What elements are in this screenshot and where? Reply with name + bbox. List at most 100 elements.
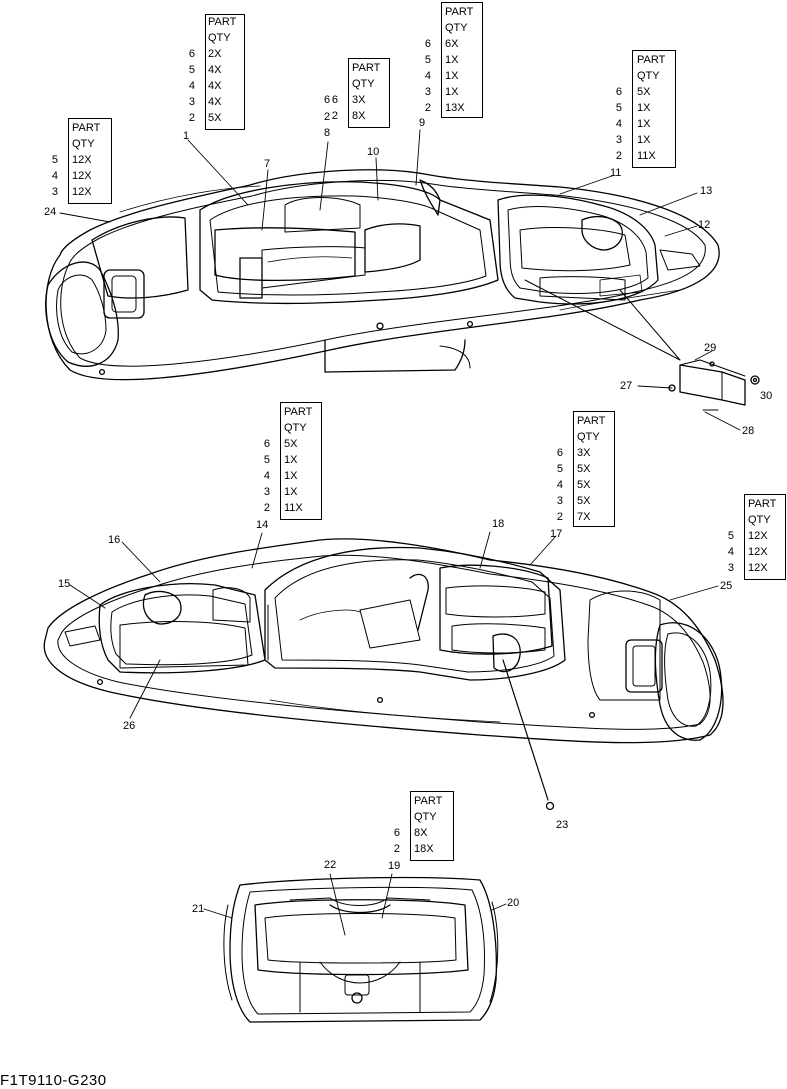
part-number: 3	[51, 186, 58, 198]
part-number: 5	[615, 102, 622, 114]
qty-header-part: PART	[352, 62, 381, 74]
part-number: 5	[188, 64, 195, 76]
callout-11: 11	[610, 167, 622, 179]
callout-30: 30	[760, 390, 773, 402]
callout-15: 15	[58, 578, 71, 590]
callout-29: 29	[704, 342, 717, 354]
qty-table-frame	[280, 402, 322, 520]
part-number: 6	[556, 447, 563, 459]
part-number: 4	[727, 546, 734, 558]
top-deck-view	[45, 169, 760, 411]
callout-14: 14	[256, 519, 269, 531]
part-number: 5	[51, 154, 58, 166]
qty-table-frame	[410, 791, 454, 861]
callout-25: 25	[720, 580, 733, 592]
qty-value: 1X	[445, 70, 459, 82]
callout-12: 12	[698, 219, 711, 231]
rear-view	[223, 876, 499, 1023]
qty-value: 5X	[637, 86, 651, 98]
part-number: 2	[188, 112, 195, 124]
qty-value: 5X	[577, 479, 591, 491]
qty-value: 3X	[577, 447, 591, 459]
qty-value: 1X	[445, 54, 459, 66]
qty-value: 1X	[637, 118, 651, 130]
callout-19: 19	[388, 860, 401, 872]
callout-20: 20	[507, 897, 520, 909]
part-number: 2	[424, 102, 431, 114]
mid-deck-view	[43, 538, 724, 811]
qty-table-frame	[68, 118, 112, 204]
qty-table-frame	[441, 2, 483, 118]
part-number: 2	[331, 110, 338, 122]
qty-table-frame	[744, 494, 786, 580]
qty-header-part: PART	[414, 795, 443, 807]
part-number: 3	[615, 134, 622, 146]
qty-header-part: PART	[72, 122, 101, 134]
qty-value: 5X	[577, 463, 591, 475]
qty-value: 12X	[748, 530, 768, 542]
qty-value: 13X	[445, 102, 465, 114]
part-number: 6	[615, 86, 622, 98]
part-number: 2	[263, 502, 270, 514]
part-number: 5	[263, 454, 270, 466]
qty-header-qty: QTY	[577, 431, 600, 443]
qty-value: 6X	[445, 38, 459, 50]
callout-24: 24	[44, 206, 57, 218]
callout-13: 13	[700, 185, 713, 197]
callout-10: 10	[367, 146, 380, 158]
callout-6: 6	[324, 94, 331, 106]
qty-header-qty: QTY	[414, 811, 437, 823]
qty-value: 8X	[352, 110, 366, 122]
part-number: 6	[393, 827, 400, 839]
part-number: 4	[615, 118, 622, 130]
leader-lines	[59, 129, 741, 936]
qty-header-part: PART	[748, 498, 777, 510]
part-number: 5	[424, 54, 431, 66]
qty-value: 1X	[637, 102, 651, 114]
qty-value: 7X	[577, 511, 591, 523]
part-number: 3	[727, 562, 734, 574]
part-number: 4	[51, 170, 58, 182]
qty-value: 11X	[284, 502, 303, 514]
callout-21: 21	[192, 903, 205, 915]
qty-value: 3X	[352, 94, 366, 106]
qty-header-part: PART	[637, 54, 666, 66]
qty-value: 5X	[208, 112, 222, 124]
callout-8: 8	[324, 127, 331, 139]
qty-value: 1X	[445, 86, 459, 98]
qty-header-qty: QTY	[208, 32, 231, 44]
part-number: 3	[188, 96, 195, 108]
callout-27: 27	[620, 380, 633, 392]
part-number: 3	[556, 495, 563, 507]
drawing-code: F1T9110-G230	[0, 1072, 107, 1089]
qty-value: 4X	[208, 96, 222, 108]
qty-value: 12X	[72, 154, 92, 166]
qty-value: 12X	[72, 170, 92, 182]
qty-value: 12X	[72, 186, 92, 198]
qty-table-frame	[348, 58, 390, 128]
qty-value: 1X	[284, 454, 298, 466]
part-number: 4	[263, 470, 270, 482]
part-number: 6	[424, 38, 431, 50]
part-number: 3	[263, 486, 270, 498]
qty-value: 1X	[284, 470, 298, 482]
qty-value: 4X	[208, 64, 222, 76]
callout-2: 2	[324, 111, 331, 123]
qty-header-qty: QTY	[284, 422, 307, 434]
qty-value: 12X	[748, 562, 768, 574]
callout-17: 17	[550, 528, 563, 540]
part-number: 3	[424, 86, 431, 98]
qty-value: 5X	[284, 438, 298, 450]
qty-value: 1X	[284, 486, 298, 498]
qty-header-part: PART	[208, 16, 237, 28]
qty-header-qty: QTY	[72, 138, 95, 150]
qty-header-qty: QTY	[445, 22, 468, 34]
callout-28: 28	[742, 425, 755, 437]
qty-table-frame	[632, 50, 676, 168]
part-number: 2	[393, 843, 400, 855]
qty-header-part: PART	[284, 406, 313, 418]
qty-header-qty: QTY	[637, 70, 660, 82]
qty-value: 2X	[208, 48, 222, 60]
